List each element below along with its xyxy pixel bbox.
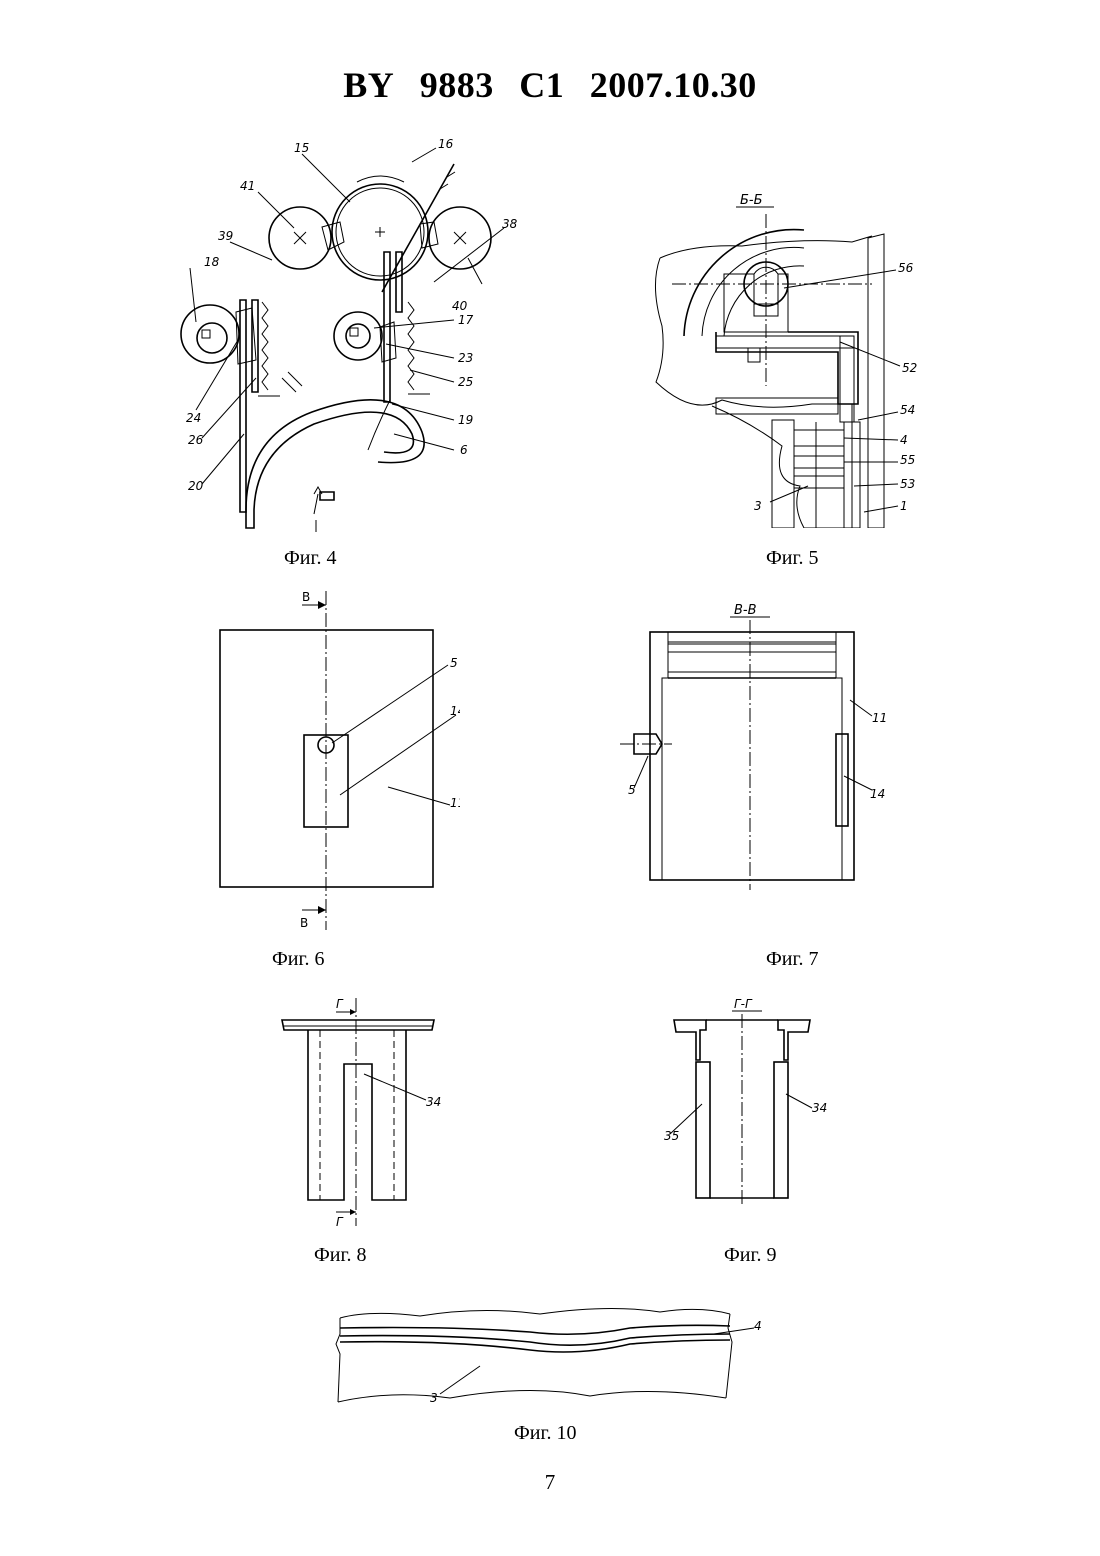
fig4-label-20: 20 [188,479,204,493]
fig8-label-34: 34 [426,1095,441,1109]
figure-7-caption: Фиг. 7 [766,948,818,971]
figure-8-drawing: Г Г 34 [272,994,472,1230]
header-kind: C1 [519,64,564,106]
fig10-label-3: 3 [430,1391,438,1405]
fig5-label-52: 52 [902,361,917,375]
fig5-label-53: 53 [900,477,915,491]
fig8-section-marker-bottom: Г [336,1215,344,1229]
fig6-label-11: 11 [450,796,460,810]
fig5-label-4: 4 [900,433,908,447]
fig5-label-56: 56 [898,261,914,275]
fig9-label-34: 34 [812,1101,827,1115]
fig4-label-40: 40 [452,299,468,313]
fig4-label-24: 24 [186,411,201,425]
fig9-label-35: 35 [664,1129,679,1143]
fig4-label-26: 26 [188,433,204,447]
fig4-label-25: 25 [458,375,473,389]
figure-4-drawing: 15 16 41 39 38 18 40 17 23 25 24 26 19 2… [172,132,522,537]
figure-10-drawing: 4 3 [330,1298,780,1408]
header-country: BY [343,64,394,106]
fig5-section-title: Б-Б [740,193,763,208]
fig4-label-16: 16 [438,137,454,151]
fig10-label-4: 4 [754,1319,762,1333]
fig4-label-19: 19 [458,413,473,427]
figure-7-drawing: В-В 11 5 14 [620,600,900,890]
fig6-section-marker-top: В [302,590,310,604]
fig5-label-1: 1 [900,499,908,513]
page-number: 7 [0,1470,1100,1495]
figure-6-caption: Фиг. 6 [272,948,324,971]
fig9-section-title: Г-Г [734,997,753,1011]
fig6-label-5: 5 [450,656,458,670]
fig4-label-41: 41 [240,179,255,193]
fig4-label-18: 18 [204,255,220,269]
figure-5-caption: Фиг. 5 [766,547,818,570]
fig6-section-marker-bottom: В [300,916,308,930]
fig4-label-23: 23 [458,351,473,365]
fig4-label-39: 39 [218,229,233,243]
figure-10-caption: Фиг. 10 [514,1422,576,1445]
fig4-label-17: 17 [458,313,474,327]
figure-9-caption: Фиг. 9 [724,1244,776,1267]
header-number: 9883 [420,64,494,106]
fig6-label-14: 14 [450,704,460,718]
fig5-label-54: 54 [900,403,915,417]
header-date: 2007.10.30 [590,64,757,106]
fig4-label-15: 15 [294,141,309,155]
fig4-label-38: 38 [502,217,518,231]
figure-5-drawing: Б-Б 56 52 54 4 55 53 3 1 [632,186,932,528]
fig5-label-55: 55 [900,453,915,467]
figure-8-caption: Фиг. 8 [314,1244,366,1267]
fig7-section-title: В-В [734,603,757,618]
figure-9-drawing: Г-Г 35 34 [660,994,840,1208]
fig7-label-14: 14 [870,787,885,801]
fig4-label-6: 6 [460,443,468,457]
figure-6-drawing: В В 5 14 11 [210,585,460,935]
fig7-label-5: 5 [628,783,636,797]
fig5-label-3: 3 [754,499,762,513]
fig7-label-11: 11 [872,711,887,725]
document-header: BY 9883 C1 2007.10.30 [0,64,1100,106]
fig8-section-marker-top: Г [336,997,344,1011]
figure-4-caption: Фиг. 4 [284,547,336,570]
